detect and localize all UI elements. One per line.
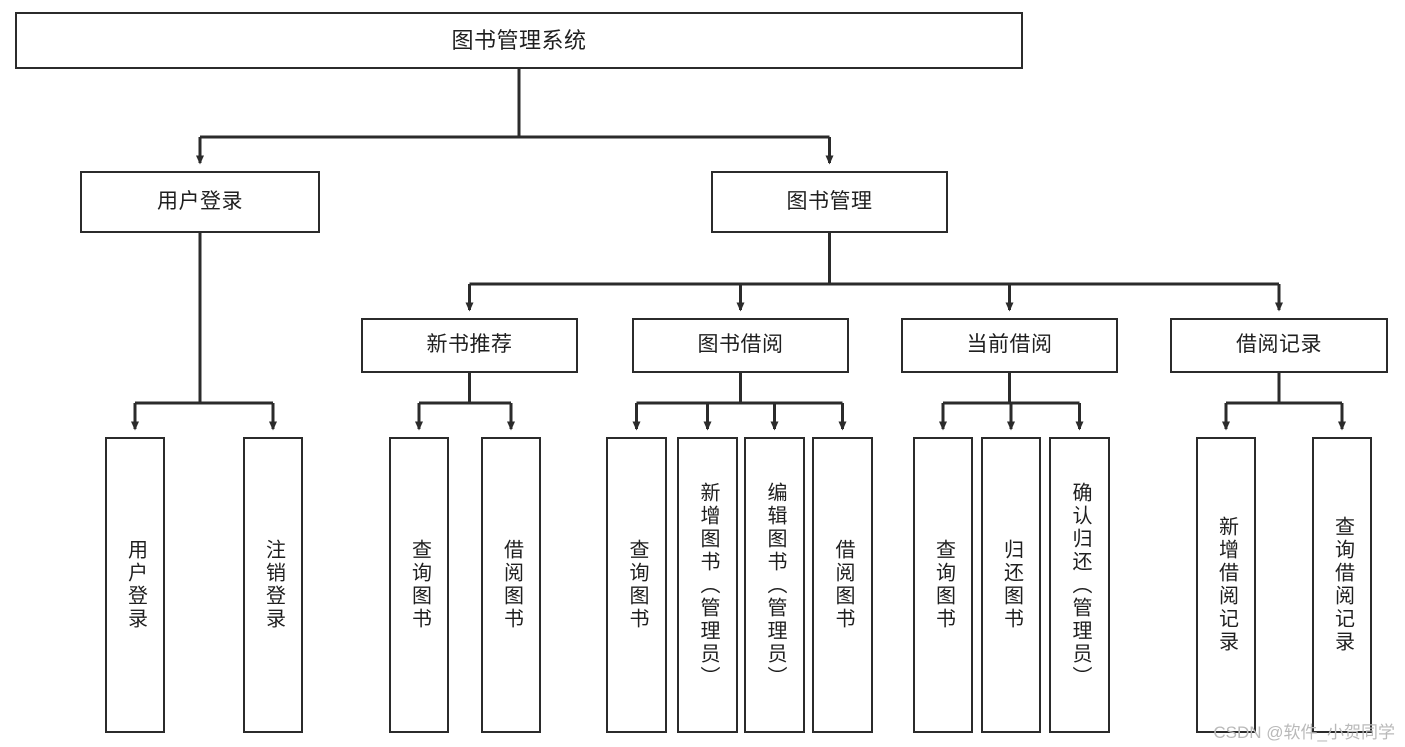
node-leaf-user-logout[interactable]: 注销登录 [243,437,303,733]
node-label-leaf-cur-query: 查询图书 [932,539,955,631]
node-label-new-book-rec: 新书推荐 [426,333,513,357]
watermark-text: CSDN @软件_小贺同学 [1213,723,1395,742]
node-leaf-cur-confirm[interactable]: 确认归还（管理员） [1049,437,1110,733]
node-label-leaf-rec-add: 新增借阅记录 [1215,516,1238,654]
node-label-leaf-user-logout: 注销登录 [262,539,285,631]
node-label-root: 图书管理系统 [451,27,587,53]
node-label-leaf-cur-return: 归还图书 [1000,539,1023,631]
node-label-current-borrow: 当前借阅 [966,333,1053,357]
node-leaf-borrow-query[interactable]: 查询图书 [606,437,667,733]
node-label-leaf-user-login: 用户登录 [124,539,147,631]
node-leaf-borrow-do[interactable]: 借阅图书 [812,437,873,733]
node-borrow-record[interactable]: 借阅记录 [1170,318,1388,373]
node-label-leaf-cur-confirm: 确认归还（管理员） [1069,481,1091,689]
node-book-borrow[interactable]: 图书借阅 [632,318,849,373]
node-leaf-rec-query[interactable]: 查询图书 [389,437,449,733]
node-leaf-rec-borrow[interactable]: 借阅图书 [481,437,541,733]
node-label-leaf-rec-query2: 查询借阅记录 [1331,516,1354,654]
node-new-book-rec[interactable]: 新书推荐 [361,318,578,373]
node-user-login[interactable]: 用户登录 [80,171,320,233]
node-label-leaf-borrow-edit: 编辑图书（管理员） [764,481,786,689]
node-leaf-borrow-add[interactable]: 新增图书（管理员） [677,437,738,733]
node-leaf-rec-query2[interactable]: 查询借阅记录 [1312,437,1372,733]
node-label-leaf-borrow-do: 借阅图书 [832,539,854,631]
node-label-leaf-rec-query: 查询图书 [408,539,431,631]
node-leaf-borrow-edit[interactable]: 编辑图书（管理员） [744,437,805,733]
node-label-leaf-borrow-add: 新增图书（管理员） [697,481,719,689]
node-leaf-cur-query[interactable]: 查询图书 [913,437,973,733]
node-label-book-manage: 图书管理 [786,189,873,213]
node-leaf-rec-add[interactable]: 新增借阅记录 [1196,437,1256,733]
node-label-leaf-borrow-query: 查询图书 [626,539,648,631]
node-current-borrow[interactable]: 当前借阅 [901,318,1118,373]
node-label-leaf-rec-borrow: 借阅图书 [500,539,523,631]
node-book-manage[interactable]: 图书管理 [711,171,948,233]
node-label-borrow-record: 借阅记录 [1236,333,1322,357]
node-leaf-cur-return[interactable]: 归还图书 [981,437,1041,733]
node-label-user-login: 用户登录 [157,189,243,213]
node-label-book-borrow: 图书借阅 [697,333,784,357]
node-root[interactable]: 图书管理系统 [15,12,1023,69]
node-leaf-user-login[interactable]: 用户登录 [105,437,165,733]
